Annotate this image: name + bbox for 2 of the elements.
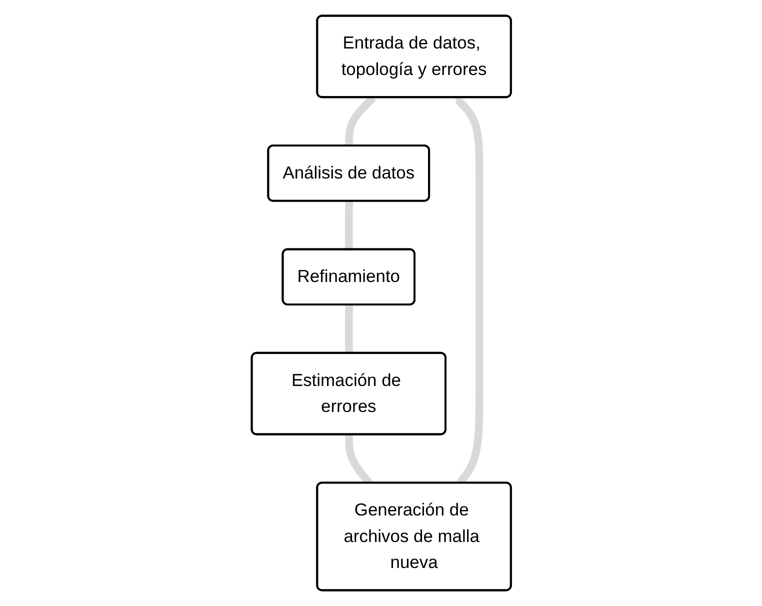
connector [344,304,353,354]
connector [344,201,353,250]
